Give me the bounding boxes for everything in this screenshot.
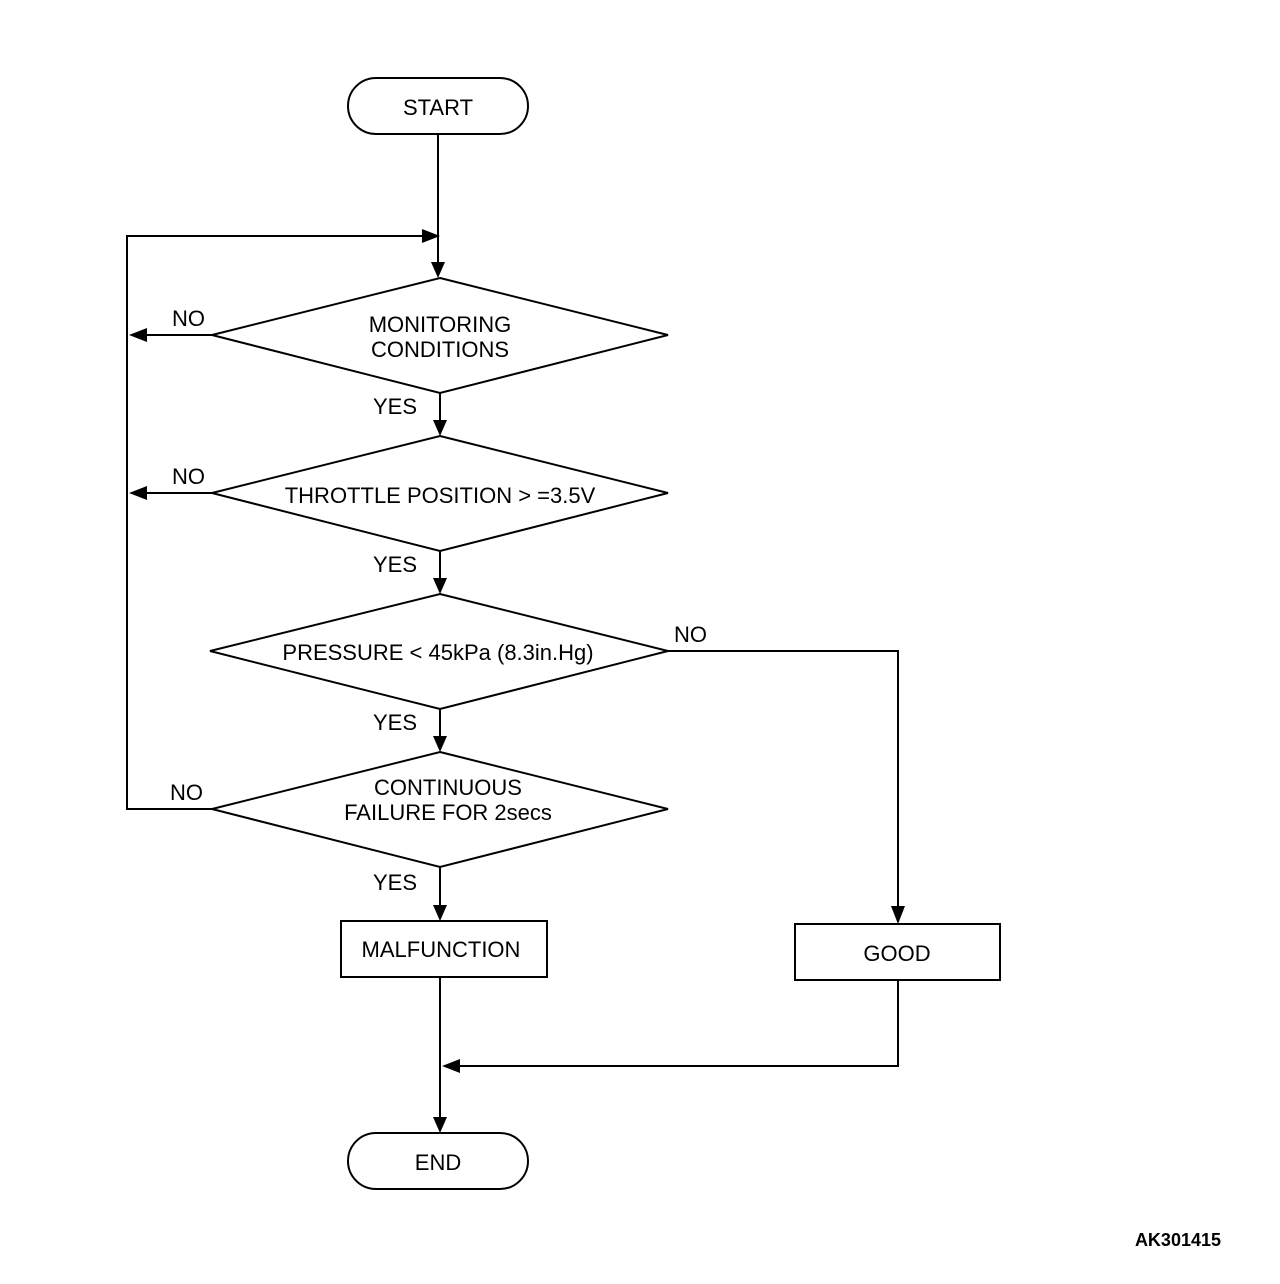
no-label-throttle: NO xyxy=(172,464,205,489)
no-arrow-throttle xyxy=(129,486,147,500)
decision-continuous-failure: CONTINUOUS FAILURE FOR 2secs xyxy=(211,750,669,869)
no-line-pressure xyxy=(668,650,899,908)
pressure-label: PRESSURE < 45kPa (8.3in.Hg) xyxy=(282,640,593,665)
continuous-label-line1: CONTINUOUS xyxy=(374,775,522,800)
yes-arrow-continuous xyxy=(433,905,447,921)
yes-arrow-throttle xyxy=(433,578,447,594)
loop-back-arrow xyxy=(422,229,440,243)
continuous-label-line2: FAILURE FOR 2secs xyxy=(344,800,552,825)
malfunction-label: MALFUNCTION xyxy=(362,937,521,962)
malfunction-box: MALFUNCTION xyxy=(340,920,548,978)
decision-pressure: PRESSURE < 45kPa (8.3in.Hg) xyxy=(209,592,669,711)
end-terminal: END xyxy=(347,1132,529,1190)
yes-arrow-pressure xyxy=(433,736,447,752)
yes-label-pressure: YES xyxy=(373,710,417,735)
monitoring-label-line1: MONITORING xyxy=(369,312,512,337)
monitoring-label-line2: CONDITIONS xyxy=(371,337,509,362)
decision-monitoring-conditions: MONITORING CONDITIONS xyxy=(211,276,669,395)
no-arrow-pressure xyxy=(891,906,905,924)
arrow-into-monitoring xyxy=(431,262,445,278)
arrow-into-end xyxy=(433,1117,447,1133)
merge-arrow xyxy=(442,1059,460,1073)
no-label-pressure: NO xyxy=(674,622,707,647)
good-label: GOOD xyxy=(863,941,930,966)
yes-arrow-monitoring xyxy=(433,420,447,436)
good-box: GOOD xyxy=(794,923,1001,981)
yes-label-monitoring: YES xyxy=(373,394,417,419)
start-label: START xyxy=(403,95,473,120)
yes-label-continuous: YES xyxy=(373,870,417,895)
connector-good-merge xyxy=(458,980,899,1067)
end-label: END xyxy=(415,1150,461,1175)
loop-back-line xyxy=(126,235,424,810)
throttle-label: THROTTLE POSITION > =3.5V xyxy=(285,483,596,508)
start-terminal: START xyxy=(347,77,529,135)
no-label-continuous: NO xyxy=(170,780,203,805)
yes-label-throttle: YES xyxy=(373,552,417,577)
figure-code: AK301415 xyxy=(1135,1230,1221,1250)
decision-throttle-position: THROTTLE POSITION > =3.5V xyxy=(211,434,669,553)
no-arrow-monitoring xyxy=(129,328,147,342)
no-label-monitoring: NO xyxy=(172,306,205,331)
